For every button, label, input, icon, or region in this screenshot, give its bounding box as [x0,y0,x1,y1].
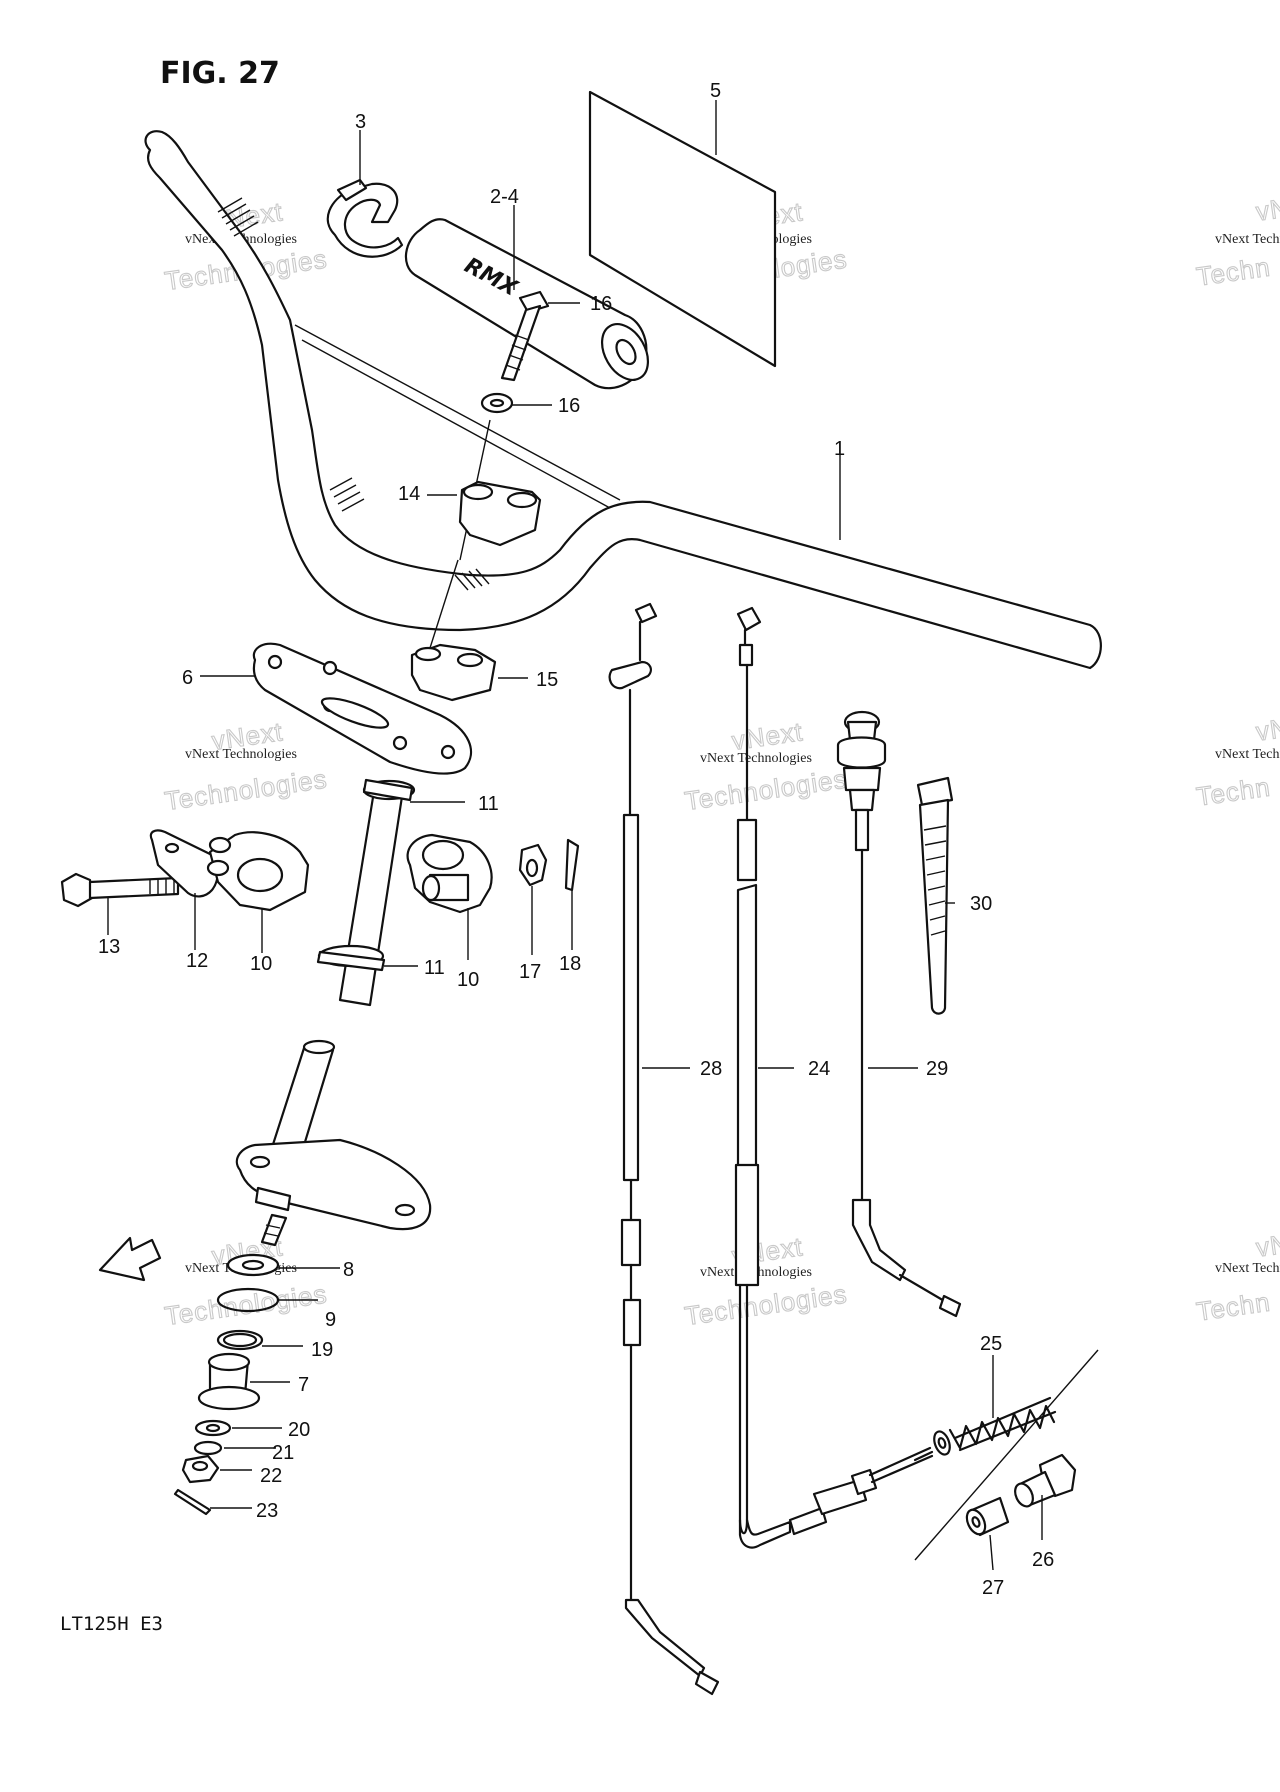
svg-text:Techn: Techn [1195,772,1273,812]
watermark-mid-right: vN Techn [1194,712,1280,812]
watermark-mid-mid-small: vNext Technologies [700,751,812,766]
watermark-mid-left: vNext Technologies [162,716,329,817]
callout-10-right: 10 [457,969,479,991]
watermark-top-right-small: vNext Techno [1215,232,1280,247]
callout-19: 19 [311,1339,333,1361]
callout-21: 21 [272,1442,294,1464]
svg-text:vN: vN [1254,712,1280,746]
callout-6: 6 [182,667,193,689]
callout-13: 13 [98,936,120,958]
callout-7: 7 [298,1374,309,1396]
figure-title: FIG. 27 [160,56,280,91]
bolt-part-13 [60,872,180,908]
svg-text:Technologies: Technologies [683,1279,849,1332]
watermark-low-right-small: vNext Techno [1215,1261,1280,1276]
clamp-part-10-left [206,831,310,912]
handlebar-knurl-left [217,197,259,237]
cable-part-28 [608,602,720,1696]
collar-part-7 [197,1352,261,1411]
lower-stack-parts [173,1253,280,1516]
svg-text:Technologies: Technologies [163,1279,329,1332]
left-clamp-assembly [60,829,310,912]
callout-labels: 3 2-4 5 16 16 14 15 1 6 11 11 13 12 10 1… [98,80,1054,1599]
callout-28: 28 [700,1058,722,1080]
callout-11-upper: 11 [478,793,499,815]
callout-3: 3 [355,111,366,133]
callout-17: 16 [590,293,612,315]
lower-bracket [235,1138,432,1247]
watermark-low-right: vN Techn [1194,1228,1280,1327]
callout-16-upper: 14 [398,483,420,505]
callout-20: 20 [288,1419,310,1441]
callout-8: 8 [343,1259,354,1281]
fwd-arrow-icon: FWD [98,1236,162,1282]
svg-text:vN: vN [1254,192,1280,226]
callout-15: 18 [559,953,581,975]
svg-text:Technologies: Technologies [163,764,329,817]
svg-text:Techn: Techn [1195,252,1273,292]
collar-part-27 [965,1496,1010,1537]
svg-text:vN: vN [1254,1228,1280,1262]
nut-part-14 [518,843,548,887]
upper-bracket-part-6 [252,642,473,775]
callout-11-lower: 11 [424,957,445,979]
model-label: LT125H E3 [60,1613,163,1635]
callout-16-lower: 15 [536,669,558,691]
holder-lower-part-16 [410,559,497,702]
callout-22: 22 [260,1465,282,1487]
callout-25: 25 [980,1333,1002,1355]
right-clamp-assembly [406,833,580,914]
holder-upper-part-16 [458,480,542,547]
callout-18: 16 [558,395,580,417]
cotter-pin-part-23 [173,1488,212,1516]
svg-text:Technologies: Technologies [683,764,849,817]
callout-10-left: 10 [250,953,272,975]
callout-26: 26 [1032,1549,1054,1571]
callout-14: 17 [519,961,541,983]
svg-text:Techn: Techn [1195,1287,1273,1327]
callout-5: 5 [710,80,721,102]
strap-part-30 [916,776,954,1015]
callout-30: 30 [970,893,992,915]
callout-24: 24 [808,1058,830,1080]
callout-23: 23 [256,1500,278,1522]
bolt-part-17 [500,290,550,382]
handlebar-part-1 [144,130,1102,670]
bolt-part-26 [1014,1453,1077,1508]
watermark-mid-left-small: vNext Technologies [185,747,297,762]
callout-29: 29 [926,1058,948,1080]
steering-shaft [266,778,416,1167]
callout-27: 27 [982,1577,1004,1599]
handlebar-knurl-center [329,477,490,591]
watermark-mid-right-small: vNext Techno [1215,747,1280,762]
callout-9: 9 [325,1309,336,1331]
cotter-pin-part-15 [564,838,580,892]
nut-part-22 [181,1454,220,1484]
decal-part-5 [588,90,777,368]
svg-text:vNext: vNext [730,716,805,756]
callout-2-4: 2-4 [490,186,519,208]
divider-line [914,1349,1099,1561]
callout-1: 1 [834,438,845,460]
clamp-part-3 [326,178,404,258]
leader-lines [107,100,1043,1571]
spring-part-25 [913,1396,1057,1462]
callout-12: 12 [186,950,208,972]
cable-part-24 [734,606,934,1549]
washer-part-21 [193,1440,223,1456]
clamp-part-10-right [406,833,493,914]
watermark-low-left: vNext Technologies [162,1231,329,1332]
o-ring-part-19 [216,1329,264,1351]
choke-cable-part-29 [836,710,962,1318]
